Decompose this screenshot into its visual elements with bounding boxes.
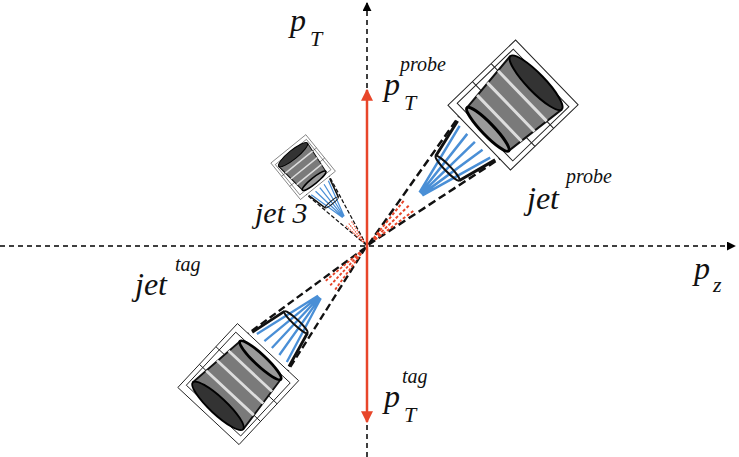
pt-tag-arrow (366, 246, 369, 422)
momentum-subscript: T (404, 404, 416, 426)
probe-jet (337, 40, 578, 277)
momentum-label: p (384, 68, 400, 100)
pt-probe-arrow (366, 90, 369, 246)
momentum-superscript: probe (400, 54, 446, 74)
pt-axis (366, 3, 368, 457)
momentum-label: p (384, 380, 400, 412)
axis-subscript: z (713, 274, 722, 296)
jet-label: jet (135, 268, 167, 300)
momentum-superscript: tag (402, 366, 428, 386)
jet-label: jet 3 (255, 198, 308, 228)
jet-superscript: probe (566, 166, 612, 186)
axis-label: p (694, 252, 710, 284)
tag-jet (178, 219, 397, 445)
momentum-subscript: T (404, 92, 416, 114)
axis-label: p (290, 4, 306, 36)
jet-label: jet (527, 182, 559, 214)
axis-subscript: T (310, 28, 322, 50)
jet-superscript: tag (175, 254, 201, 274)
